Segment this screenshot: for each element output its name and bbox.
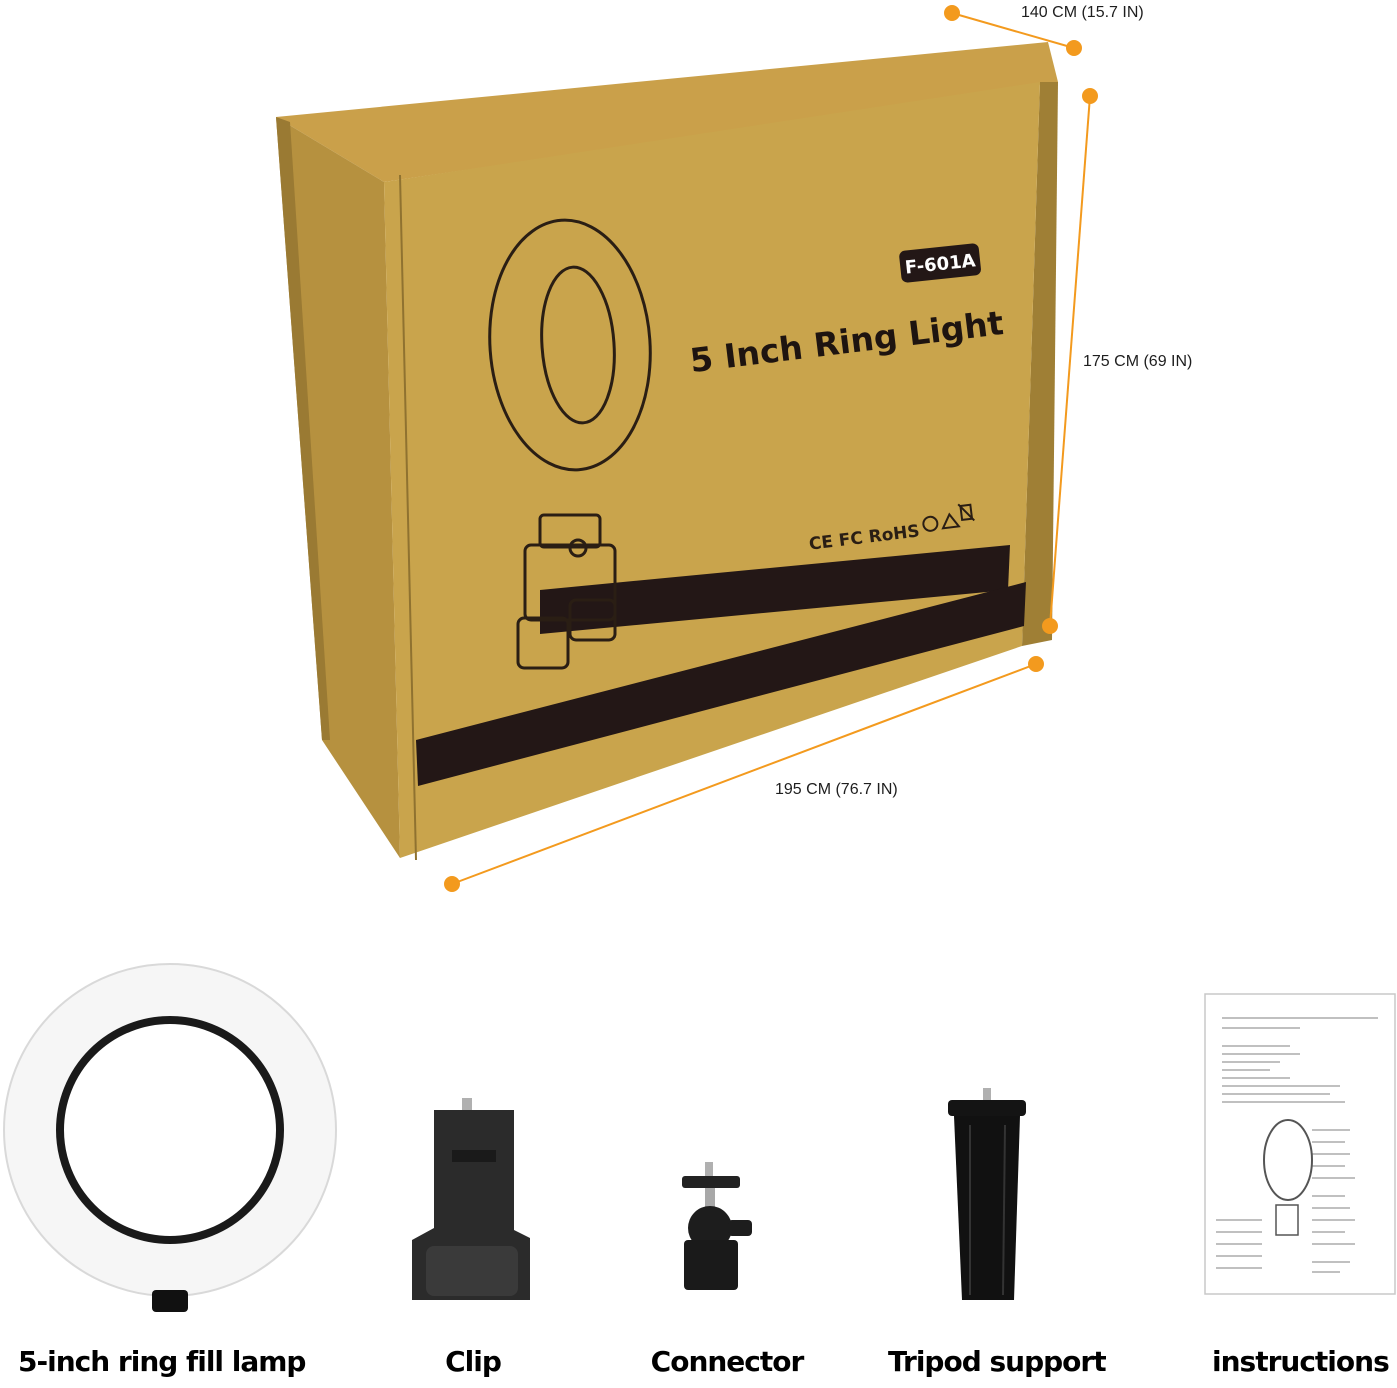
item-caption-tripod: Tripod support <box>888 1345 1107 1378</box>
recycle-icons <box>922 503 975 532</box>
height-marker-dot <box>1042 618 1058 634</box>
width-dimension-label: 195 CM (76.7 IN) <box>775 781 898 798</box>
ring-light-drawing-icon <box>488 218 652 670</box>
tripod-image <box>948 1088 1026 1300</box>
packaging-box: F-601A 5 Inch Ring Light CE FC RoHS <box>276 42 1058 861</box>
height-line <box>1049 95 1091 627</box>
depth-line <box>951 12 1075 49</box>
box-upper-stripe <box>540 545 1010 634</box>
depth-marker-dot <box>944 5 960 21</box>
instructions-sheet-image <box>1204 993 1396 1295</box>
box-right-edge <box>1022 82 1058 646</box>
box-top-flap <box>276 42 1058 182</box>
width-marker-dot <box>1028 656 1044 672</box>
box-lower-stripe <box>416 582 1026 786</box>
item-caption-clip: Clip <box>445 1345 502 1378</box>
depth-dimension-label: 140 CM (15.7 IN) <box>1021 4 1144 21</box>
ring-lamp-image <box>3 963 337 1312</box>
connector-image <box>682 1162 752 1290</box>
item-caption-connector: Connector <box>650 1345 805 1378</box>
box-left-side <box>276 117 400 858</box>
width-marker-dot <box>444 876 460 892</box>
clip-image <box>412 1098 530 1300</box>
height-dimension-label: 175 CM (69 IN) <box>1083 353 1193 370</box>
item-caption-instructions: instructions <box>1212 1345 1390 1378</box>
height-marker-dot <box>1082 88 1098 104</box>
dimension-markers <box>444 5 1098 892</box>
width-line <box>451 663 1037 885</box>
depth-marker-dot <box>1066 40 1082 56</box>
item-caption-ring-lamp: 5-inch ring fill lamp <box>18 1345 306 1378</box>
model-badge: F-601A <box>899 243 981 283</box>
